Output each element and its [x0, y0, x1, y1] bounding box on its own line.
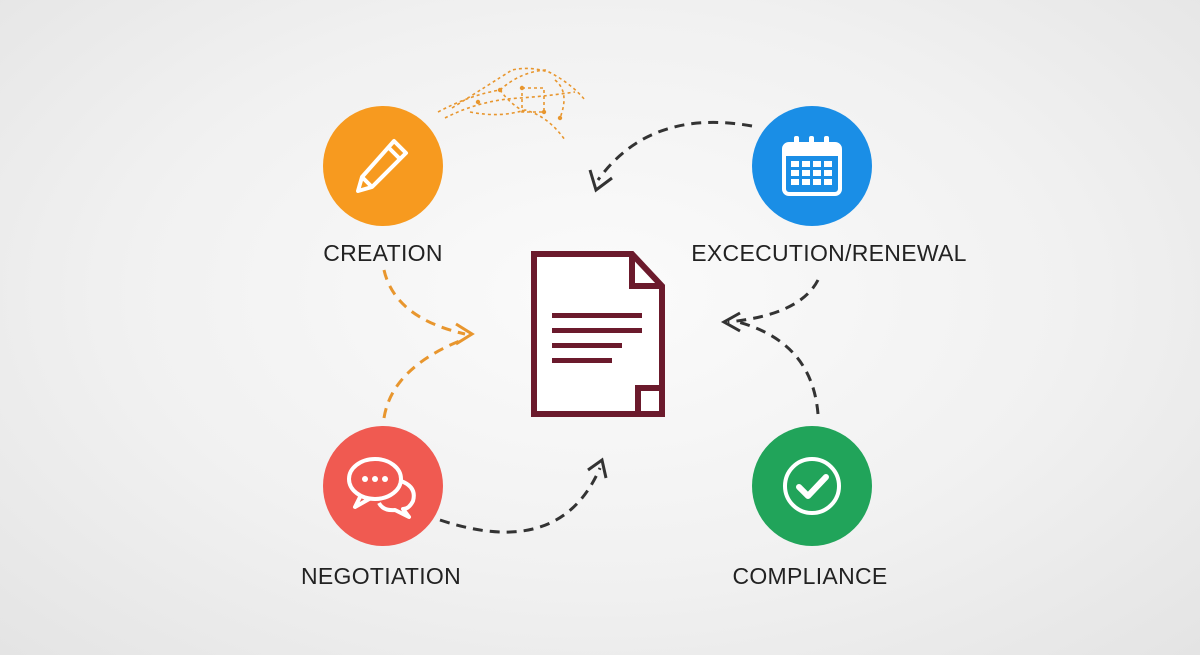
decorative-sketch	[437, 67, 586, 141]
arrowhead-execution-top	[588, 169, 613, 193]
arrow-execution-to-top	[596, 120, 753, 181]
execution-circle	[752, 106, 872, 226]
compliance-label: COMPLIANCE	[732, 563, 888, 589]
calendar-icon	[782, 136, 842, 196]
negotiation-label: NEGOTIATION	[300, 563, 462, 589]
creation-circle	[323, 106, 443, 226]
arrow-creation-to-center	[382, 269, 466, 336]
arrow-negotiation-to-bottom	[439, 467, 602, 534]
arrow-compliance-to-center	[737, 320, 820, 415]
creation-label: CREATION	[323, 240, 443, 266]
document-icon	[531, 251, 665, 417]
execution-renewal-label: EXCECUTION/RENEWAL	[691, 240, 967, 266]
compliance-circle	[752, 426, 872, 546]
arrow-execution-to-center	[727, 279, 820, 324]
negotiation-circle	[323, 426, 443, 546]
arrowhead-creation	[455, 322, 475, 346]
pencil-icon	[356, 139, 408, 193]
chat-bubbles-icon	[347, 457, 416, 519]
arrowhead-execution-center	[720, 311, 741, 333]
checkmark-icon	[783, 457, 841, 515]
arrowhead-negotiation-bottom	[587, 457, 608, 479]
arrow-negotiation-to-center	[382, 338, 463, 419]
decorative-sketch-dots	[475, 85, 563, 121]
